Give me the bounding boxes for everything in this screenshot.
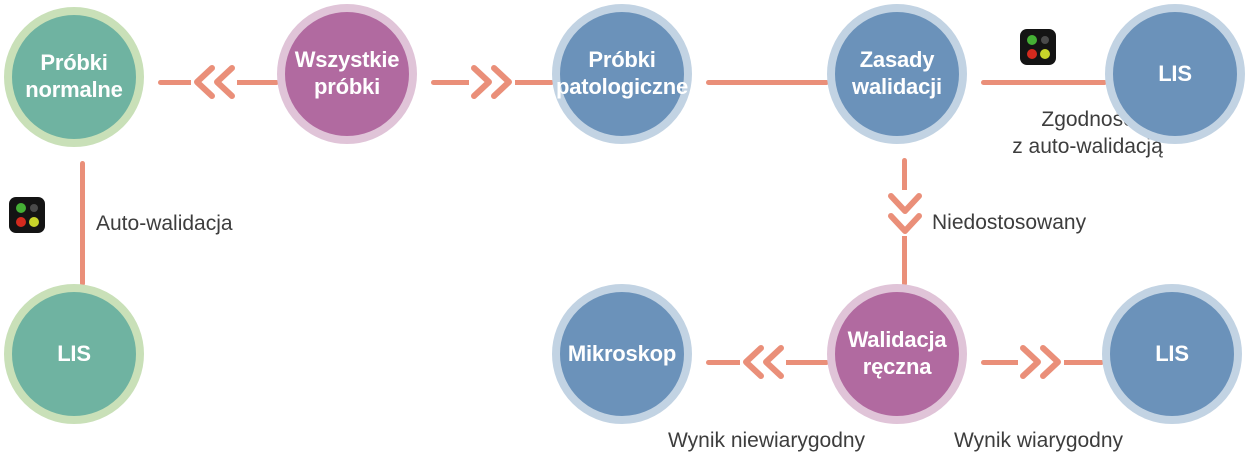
double-chevron-right-icon [469,63,515,101]
node-label: Mikroskop [567,340,677,366]
double-chevron-down-icon [886,190,924,236]
edge-label-zgodnosc: Zgodność z auto-walidacją [995,106,1180,161]
node-lis-bottom-right: LIS [1102,284,1242,424]
edge-label-zgodnosc-line2: z auto-walidacją [1012,135,1163,159]
node-label: Walidacja ręczna [847,327,947,379]
node-lis-bottom-left: LIS [4,284,144,424]
node-label: Wszystkie próbki [294,47,400,99]
node-label: LIS [1158,60,1192,86]
node-label: LIS [57,340,91,366]
double-chevron-left-icon [191,63,237,101]
node-label: Próbki normalne [25,50,123,102]
node-lis-top-right: LIS [1105,4,1245,144]
edge-label-niedostosowany: Niedostosowany [932,211,1087,234]
validation-software-icon [1020,29,1056,65]
edge-normalne-to-lis-left [80,161,85,286]
node-probki-patologiczne: Próbki patologiczne [552,4,692,144]
edge-label-auto-walidacja: Auto-walidacja [96,212,233,235]
double-chevron-left-icon [740,343,786,381]
edge-label-zgodnosc-line1: Zgodność [1041,108,1134,131]
node-walidacja-reczna: Walidacja ręczna [827,284,967,424]
node-label: LIS [1155,340,1189,366]
node-zasady-walidacji: Zasady walidacji [827,4,967,144]
double-chevron-right-icon [1018,343,1064,381]
node-probki-normalne: Próbki normalne [4,7,144,147]
edge-patologiczne-to-zasady [706,80,829,85]
node-mikroskop: Mikroskop [552,284,692,424]
node-label: Zasady walidacji [852,47,942,99]
edge-label-wynik-wiarygodny: Wynik wiarygodny [954,429,1124,452]
edge-label-wynik-niewiarygodny: Wynik niewiarygodny [668,429,866,452]
node-wszystkie-probki: Wszystkie próbki [277,4,417,144]
edge-zasady-to-lis-top [981,80,1107,85]
validation-software-icon [9,197,45,233]
node-label: Próbki patologiczne [555,47,689,99]
